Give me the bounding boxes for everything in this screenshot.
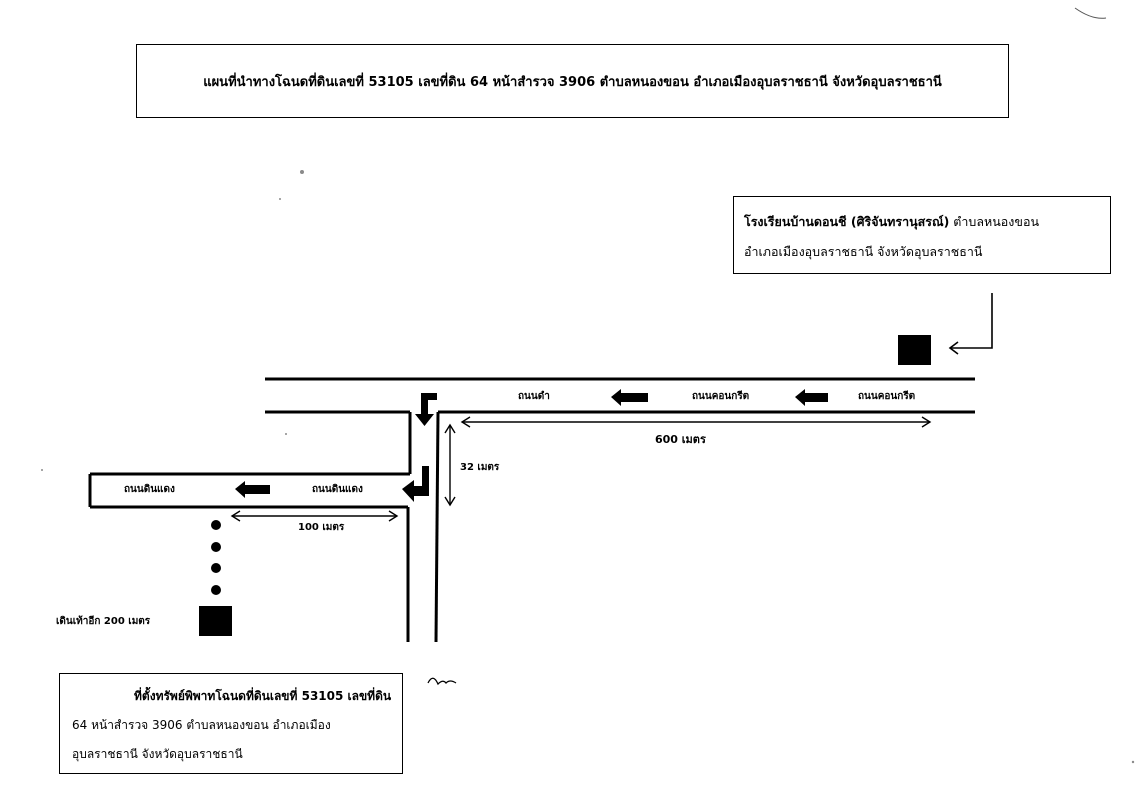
road-lines — [88, 377, 975, 643]
distance-lines — [230, 416, 932, 522]
school-pointer — [948, 293, 993, 355]
map-title-box: แผนที่นำทางโฉนดที่ดินเลขที่ 53105 เลขที่… — [136, 44, 1009, 118]
school-line-1: โรงเรียนบ้านดอนชี (ศิริจันทรานุสรณ์) ตำบ… — [744, 207, 1100, 237]
turn-arrow-icon — [402, 466, 429, 502]
school-marker-icon — [898, 335, 931, 365]
scan-specks — [41, 170, 1135, 764]
road-label-concrete-2: ถนนคอนกรีต — [692, 391, 750, 402]
site-line-3: อุบลราชธานี จังหวัดอุบลราชธานี — [72, 747, 243, 761]
map-title: แผนที่นำทางโฉนดที่ดินเลขที่ 53105 เลขที่… — [203, 74, 942, 90]
corner-mark — [1074, 7, 1107, 19]
road-label-black: ถนนดำ — [518, 391, 550, 402]
school-name: โรงเรียนบ้านดอนชี (ศิริจันทรานุสรณ์) — [744, 214, 950, 229]
school-subdistrict: ตำบลหนองขอน — [949, 214, 1039, 229]
site-line-2: 64 หน้าสำรวจ 3906 ตำบลหนองขอน อำเภอเมือง — [72, 718, 331, 732]
left-arrow-icon — [795, 389, 828, 406]
site-info-box: ที่ตั้งทรัพย์พิพาทโฉนดที่ดินเลขที่ 53105… — [59, 673, 403, 774]
initials-signature — [427, 677, 457, 686]
vertical-road-east — [434, 411, 440, 643]
road-label-concrete-1: ถนนคอนกรีต — [858, 391, 916, 402]
distance-label-600m: 600 เมตร — [655, 433, 706, 446]
direction-arrows — [235, 389, 828, 498]
turn-arrows — [402, 393, 437, 502]
dot-trail-icon — [211, 520, 221, 595]
site-line-1: ที่ตั้งทรัพย์พิพาทโฉนดที่ดินเลขที่ 53105… — [134, 689, 392, 703]
distance-label-100m: 100 เมตร — [298, 522, 345, 533]
school-line-2: อำเภอเมืองอุบลราชธานี จังหวัดอุบลราชธานี — [744, 244, 983, 259]
left-arrow-icon — [611, 389, 648, 406]
distance-label-32m: 32 เมตร — [460, 462, 500, 473]
turn-arrow-icon — [415, 393, 437, 426]
distance-label-walk: เดินเท้าอีก 200 เมตร — [56, 616, 151, 627]
left-arrow-icon — [235, 481, 270, 498]
road-label-laterite-1: ถนนดินแดง — [312, 484, 363, 495]
school-info-box: โรงเรียนบ้านดอนชี (ศิริจันทรานุสรณ์) ตำบ… — [733, 196, 1111, 274]
site-marker-icon — [199, 606, 232, 636]
road-label-laterite-2: ถนนดินแดง — [124, 484, 175, 495]
